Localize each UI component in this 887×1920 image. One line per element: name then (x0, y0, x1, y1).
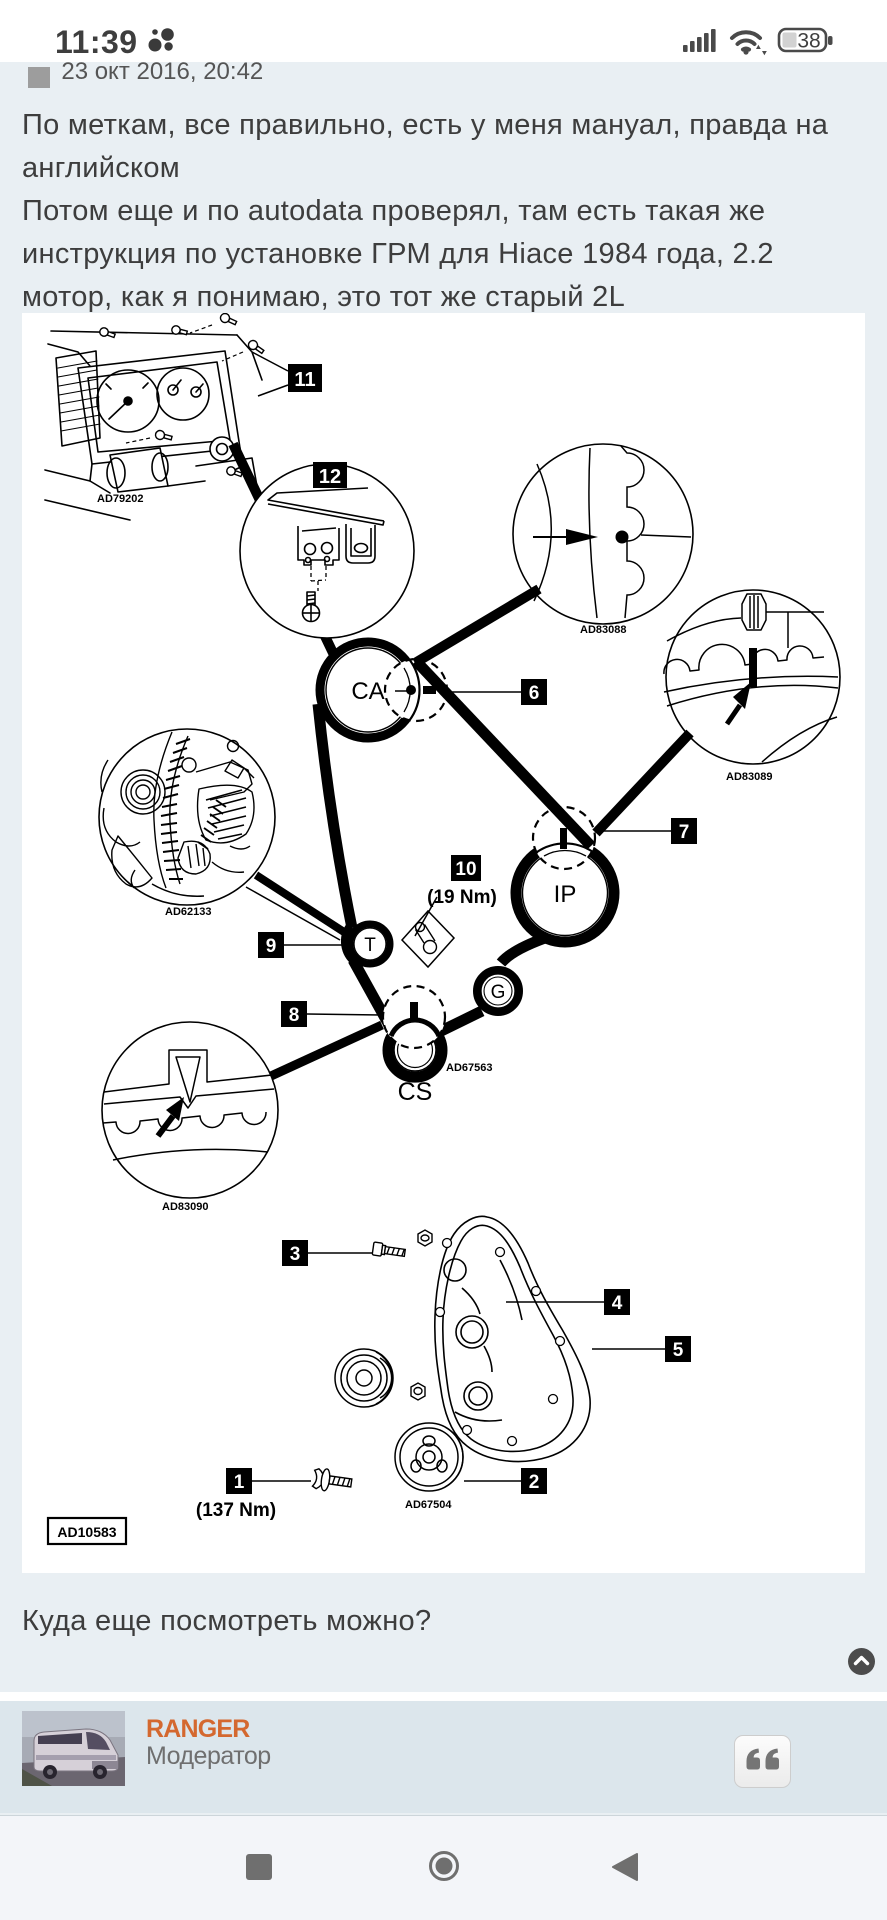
svg-text:8: 8 (289, 1005, 300, 1026)
svg-text:T: T (364, 935, 376, 956)
svg-text:4: 4 (612, 1293, 623, 1314)
svg-text:3: 3 (290, 1244, 301, 1265)
svg-text:AD62133: AD62133 (165, 906, 211, 918)
svg-text:IP: IP (554, 881, 577, 908)
svg-text:38: 38 (797, 30, 820, 53)
svg-text:11: 11 (294, 369, 315, 391)
svg-text:(137 Nm): (137 Nm) (196, 1500, 276, 1521)
svg-text:AD83088: AD83088 (580, 624, 626, 636)
svg-text:1: 1 (234, 1472, 245, 1493)
svg-text:AD67504: AD67504 (405, 1499, 452, 1511)
svg-text:9: 9 (266, 936, 277, 957)
svg-text:AD83090: AD83090 (162, 1201, 208, 1213)
svg-text:AD67563: AD67563 (446, 1062, 492, 1074)
svg-text:AD83089: AD83089 (726, 771, 772, 783)
svg-text:CS: CS (398, 1078, 433, 1106)
svg-text:2: 2 (529, 1472, 540, 1493)
svg-text:6: 6 (529, 683, 540, 704)
svg-text:(19 Nm): (19 Nm) (427, 887, 497, 908)
svg-text:CA: CA (351, 678, 384, 705)
svg-text:10: 10 (455, 859, 476, 880)
svg-text:5: 5 (673, 1340, 684, 1361)
svg-text:7: 7 (679, 822, 690, 843)
svg-text:AD10583: AD10583 (57, 1524, 116, 1540)
svg-text:G: G (491, 982, 506, 1003)
svg-text:12: 12 (319, 466, 341, 488)
svg-text:AD79202: AD79202 (97, 493, 143, 505)
